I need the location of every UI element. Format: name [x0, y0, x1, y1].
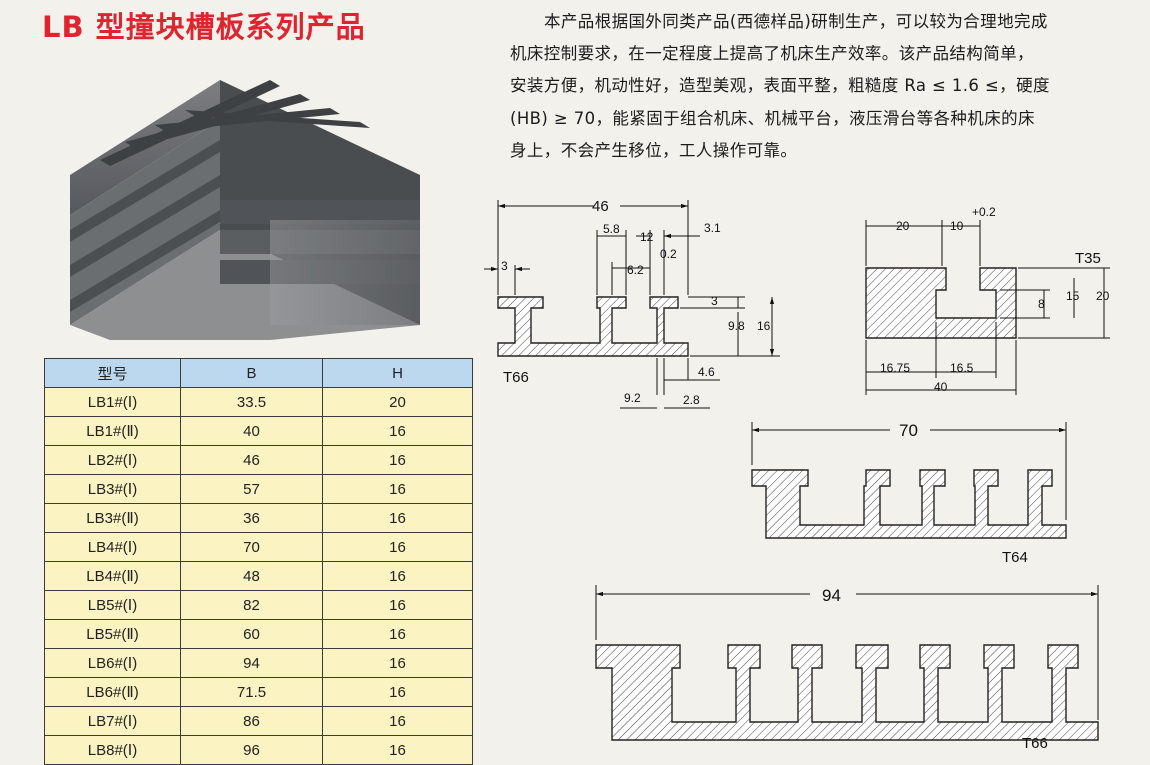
dim-t35-15: 15: [1066, 289, 1080, 303]
dim-6-2: 6.2: [627, 263, 644, 277]
dim-9-2: 9.2: [624, 391, 641, 405]
cell-model: LB1#(Ⅰ): [44, 387, 181, 417]
dim-46: 46: [592, 198, 609, 215]
cell-model: LB8#(Ⅰ): [44, 735, 181, 765]
dim-3-right: 3: [711, 294, 718, 308]
label-t35: T35: [1075, 250, 1101, 267]
label-t66-large: T66: [1022, 735, 1048, 752]
dim-9-8: 9.8: [728, 319, 745, 333]
dim-t35-tol: +0.2: [972, 205, 996, 219]
cell-model: LB7#(Ⅰ): [44, 706, 181, 736]
cell-b: 40: [180, 416, 323, 446]
dim-t64-70: 70: [899, 421, 918, 440]
cell-h: 16: [322, 532, 473, 562]
dim-t35-20v: 20: [1096, 289, 1110, 303]
cell-h: 16: [322, 590, 473, 620]
dim-t35-16-75: 16.75: [880, 361, 910, 375]
dim-16: 16: [757, 319, 771, 333]
t66-large-profile: [595, 644, 1099, 741]
cell-h: 16: [322, 445, 473, 475]
cell-h: 16: [322, 619, 473, 649]
drawing-t66-large: 94 T66: [595, 585, 1099, 752]
cell-b: 96: [180, 735, 323, 765]
dim-t35-10: 10: [950, 219, 964, 233]
dim-t35-20: 20: [896, 219, 910, 233]
t35-profile: [865, 267, 1017, 339]
product-photo: [70, 80, 420, 340]
dim-t66-94: 94: [822, 586, 841, 605]
cell-h: 16: [322, 503, 473, 533]
dim-4-6: 4.6: [698, 365, 715, 379]
dim-t35-40: 40: [934, 380, 948, 394]
cell-model: LB5#(Ⅰ): [44, 590, 181, 620]
cell-h: 20: [322, 387, 473, 417]
cell-b: 48: [180, 561, 323, 591]
cell-b: 57: [180, 474, 323, 504]
page-title: LB 型撞块槽板系列产品: [42, 10, 366, 44]
cell-b: 46: [180, 445, 323, 475]
cell-h: 16: [322, 706, 473, 736]
dim-3-left: 3: [501, 259, 508, 273]
t64-profile: [751, 469, 1067, 539]
drawing-t35: T35 20 10 +0.2 8 15 20 16.75 16.5 40: [865, 205, 1110, 395]
cell-h: 16: [322, 474, 473, 504]
cell-h: 16: [322, 561, 473, 591]
cell-b: 82: [180, 590, 323, 620]
cell-h: 16: [322, 735, 473, 765]
cell-model: LB1#(Ⅱ): [44, 416, 181, 446]
label-t66-small: T66: [503, 369, 529, 386]
dim-12: 12: [640, 230, 654, 244]
col-header-b: B: [180, 358, 323, 388]
dim-2-8: 2.8: [683, 393, 700, 407]
t66-small-profile: [497, 296, 689, 357]
cell-h: 16: [322, 677, 473, 707]
cell-b: 71.5: [180, 677, 323, 707]
drawing-t66-small: T66 46 5.8 12 3.1 3 6.2 0.2 3 9.8 16: [484, 198, 780, 409]
cell-h: 16: [322, 416, 473, 446]
dim-0-2: 0.2: [660, 247, 677, 261]
cell-model: LB6#(Ⅱ): [44, 677, 181, 707]
label-t64: T64: [1002, 549, 1028, 566]
dim-t35-8: 8: [1038, 297, 1045, 311]
drawing-t64: 70 T64: [751, 421, 1067, 566]
cell-model: LB2#(Ⅰ): [44, 445, 181, 475]
col-header-model: 型号: [44, 358, 181, 388]
cell-model: LB4#(Ⅰ): [44, 532, 181, 562]
slotted-block-photo: [70, 80, 420, 340]
cell-b: 60: [180, 619, 323, 649]
dim-t35-16-5: 16.5: [950, 361, 974, 375]
cell-model: LB4#(Ⅱ): [44, 561, 181, 591]
cell-model: LB5#(Ⅱ): [44, 619, 181, 649]
product-description: 本产品根据国外同类产品(西德样品)研制生产，可以较为合理地完成机床控制要求，在一…: [510, 12, 1050, 160]
dim-5-8: 5.8: [603, 222, 620, 236]
cell-b: 86: [180, 706, 323, 736]
dim-3-1: 3.1: [704, 221, 721, 235]
cell-model: LB6#(Ⅰ): [44, 648, 181, 678]
table-header-row: 型号 B H: [44, 358, 473, 388]
col-header-h: H: [322, 358, 473, 388]
